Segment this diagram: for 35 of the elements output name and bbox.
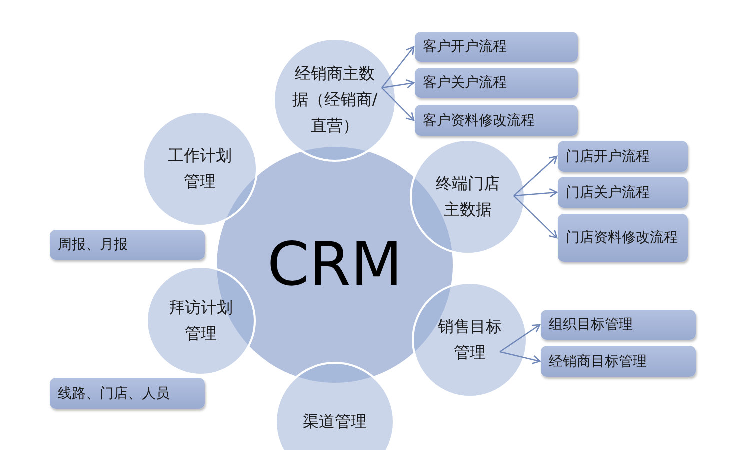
box-text: 门店资料修改流程 xyxy=(566,229,678,247)
center-title: CRM xyxy=(267,235,403,295)
box-text: 线路、门店、人员 xyxy=(58,384,170,402)
process-box xyxy=(558,141,688,172)
box-text: 门店关户流程 xyxy=(566,184,650,202)
box-text: 经销商目标管理 xyxy=(549,352,647,370)
topic-text: 工作计划管理 xyxy=(167,145,233,193)
box-text: 客户资料修改流程 xyxy=(423,112,535,130)
process-box xyxy=(558,177,688,208)
topic-text: 销售目标管理 xyxy=(437,316,503,364)
arrow xyxy=(514,196,558,239)
topic-text: 终端门店主数据 xyxy=(435,173,501,221)
process-box xyxy=(50,378,205,409)
topic-text: 拜访计划管理 xyxy=(168,297,234,345)
process-box xyxy=(50,230,205,260)
box-text: 组织目标管理 xyxy=(549,316,633,334)
arrow xyxy=(382,79,415,89)
process-box xyxy=(558,214,688,262)
arrow xyxy=(514,188,558,198)
box-text: 客户开户流程 xyxy=(423,38,507,56)
box-text: 客户关户流程 xyxy=(423,74,507,92)
process-box xyxy=(415,105,578,136)
topic-text: 经销商主数据（经销商/直营） xyxy=(292,63,378,137)
topic-text: 渠道管理 xyxy=(302,411,368,433)
arrow xyxy=(382,46,415,88)
arrow xyxy=(500,351,541,364)
arrow xyxy=(514,156,558,196)
box-text: 周报、月报 xyxy=(58,236,128,254)
process-box xyxy=(415,68,578,98)
arrow xyxy=(500,324,541,352)
process-box xyxy=(541,310,696,340)
process-box xyxy=(415,32,578,62)
box-text: 门店开户流程 xyxy=(566,148,650,166)
arrow xyxy=(382,88,415,122)
process-box xyxy=(541,346,696,377)
